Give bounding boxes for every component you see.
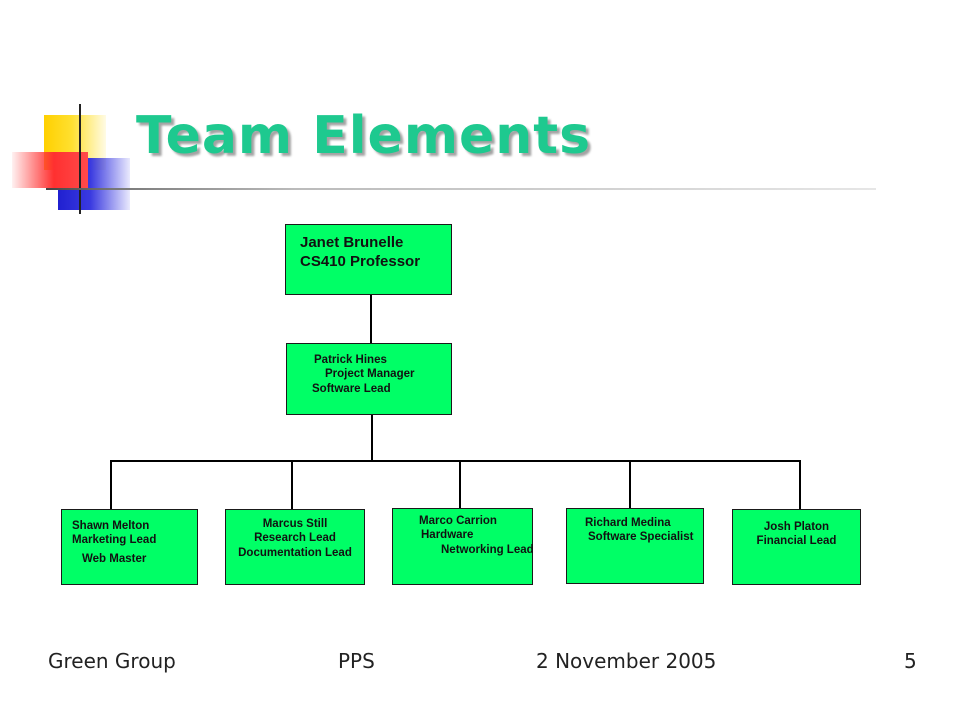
org-box-name: Marcus Still [262, 518, 328, 530]
footer-date: 2 November 2005 [536, 649, 717, 673]
org-box-role: Marketing Lead [72, 534, 157, 547]
decorative-red-square [12, 152, 88, 188]
org-box-name: Richard Medina [585, 517, 671, 529]
org-box-role: Research Lead [254, 532, 336, 545]
org-box-role: Hardware [421, 529, 474, 542]
org-box-role: Documentation Lead [238, 546, 352, 559]
org-box-shawn-melton: Shawn Melton Marketing Lead Web Master [61, 509, 198, 585]
org-box-role: Software Lead [312, 382, 391, 395]
decorative-vertical-rule [79, 104, 81, 214]
org-box-marcus-still: Marcus Still Research Lead Documentation… [225, 509, 365, 585]
org-box-role: CS410 Professor [300, 252, 421, 270]
org-box-josh-platon: Josh Platon Financial Lead [732, 509, 861, 585]
footer-group-name: Green Group [48, 649, 176, 673]
org-box-role: Software Specialist [588, 531, 694, 544]
org-box-role: Web Master [82, 552, 147, 565]
org-box-name: Marco Carrion [419, 515, 497, 527]
org-box-role: Project Manager [325, 368, 415, 381]
org-box-richard-medina: Richard Medina Software Specialist [566, 508, 704, 584]
org-box-role: Financial Lead [756, 535, 837, 548]
org-box-marco-carrion: Marco Carrion Hardware Networking Lead [392, 508, 534, 585]
org-box-role: Networking Lead [441, 543, 534, 556]
org-box-janet-brunelle: Janet Brunelle CS410 Professor [285, 224, 452, 295]
footer-page-number: 5 [904, 649, 917, 673]
slide-title: Team Elements [136, 106, 592, 166]
org-box-name: Josh Platon [763, 521, 830, 533]
org-box-name: Shawn Melton [72, 520, 150, 532]
footer-project-name: PPS [338, 649, 375, 673]
org-box-name: Janet Brunelle [300, 234, 404, 251]
title-underline-rule [46, 188, 876, 190]
org-box-name: Patrick Hines [314, 354, 387, 366]
org-box-patrick-hines: Patrick Hines Project Manager Software L… [286, 343, 452, 415]
